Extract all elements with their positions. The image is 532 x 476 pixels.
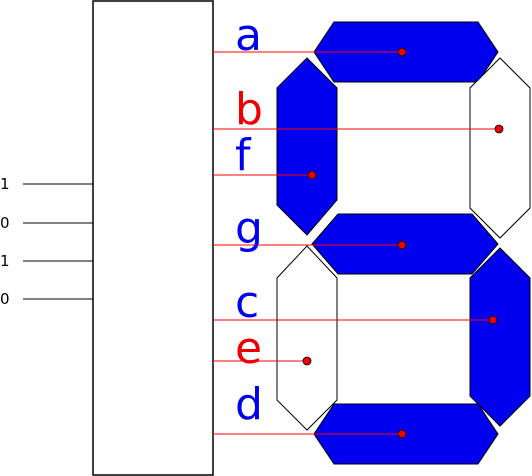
dot-b <box>494 124 504 134</box>
connection-dots <box>302 47 504 439</box>
dot-a <box>397 47 407 57</box>
segment-label-c: c <box>235 277 259 328</box>
segment-label-f: f <box>235 130 252 181</box>
dot-d <box>397 429 407 439</box>
seven-segment-display <box>276 21 531 465</box>
input-value: 1 <box>0 175 10 193</box>
segment-f <box>276 57 338 236</box>
segment-label-a: a <box>235 10 262 61</box>
input-value: 0 <box>0 290 10 308</box>
input-0: 1 <box>0 175 93 193</box>
input-3: 0 <box>0 290 93 308</box>
input-value: 1 <box>0 252 10 270</box>
input-1: 0 <box>0 214 93 232</box>
dot-g <box>397 240 407 250</box>
segment-labels: a b f g c e d <box>235 10 263 430</box>
segment-b <box>469 57 531 239</box>
dot-c <box>488 315 498 325</box>
decoder-box <box>92 0 214 476</box>
dot-e <box>302 356 312 366</box>
segment-c <box>469 247 531 427</box>
input-2: 1 <box>0 252 93 270</box>
dot-f <box>307 170 317 180</box>
segment-label-b: b <box>235 84 263 135</box>
segment-e <box>276 245 338 431</box>
segment-label-d: d <box>235 379 263 430</box>
segment-label-g: g <box>235 203 263 254</box>
input-value: 0 <box>0 214 10 232</box>
segment-label-e: e <box>235 323 262 374</box>
connection-wires <box>213 51 499 435</box>
